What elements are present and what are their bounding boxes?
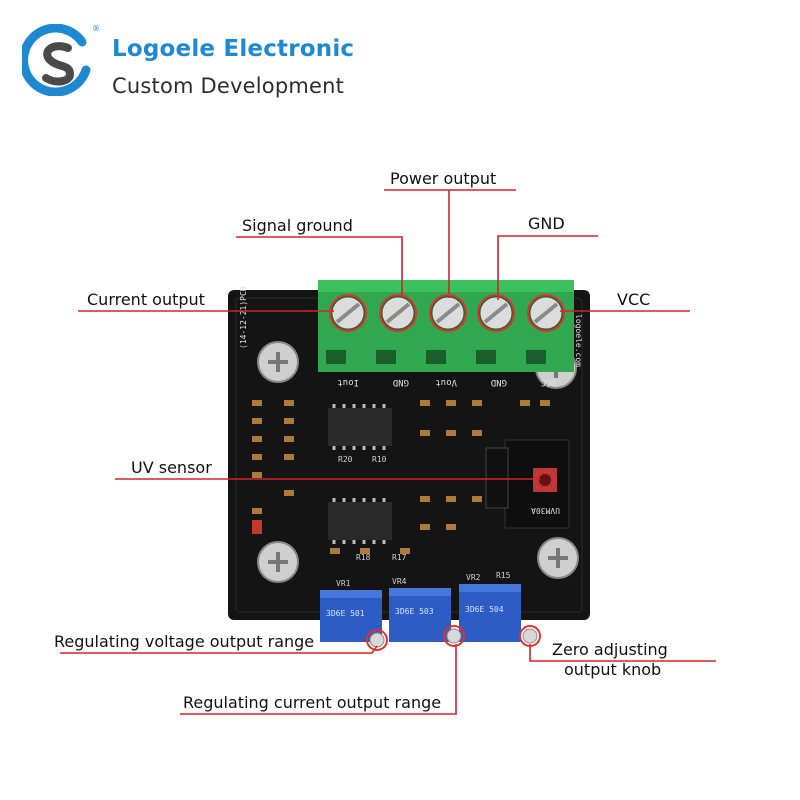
logo-icon [19, 23, 91, 97]
silk-label-iout: Iout [337, 377, 359, 387]
pot-vr4: 3D6E 503 VR4 [389, 577, 451, 642]
pot-code-1: 3D6E 501 [326, 609, 365, 618]
pot-vr2: 3D6E 504 VR2 [459, 573, 521, 642]
silk-label-vcc: VCC [541, 377, 557, 387]
silk-label-vout: Vout [435, 377, 457, 387]
label-vcc: VCC [617, 290, 651, 309]
mount-screw-bl [257, 541, 299, 583]
label-uv-sensor: UV sensor [131, 458, 212, 477]
pot-vr1: 3D6E 501 VR1 [320, 579, 382, 642]
silk-pcb-date: (14-12-21)PCB [239, 286, 248, 349]
leader-signal-ground [236, 236, 403, 298]
ic-chip-2 [328, 498, 392, 544]
label-regulating-voltage: Regulating voltage output range [54, 632, 315, 651]
brand-name: Logoele Electronic [112, 36, 355, 62]
pot-label-vr4: VR4 [392, 577, 407, 586]
silk-r10: R10 [372, 455, 387, 464]
brand-logo [19, 23, 94, 97]
silk-label-gnd-1: GND [393, 377, 409, 387]
leader-regulating-voltage [60, 645, 378, 654]
silk-r17: R17 [392, 553, 407, 562]
silk-r20: R20 [338, 455, 353, 464]
terminal-screw-2 [379, 294, 417, 332]
registered-mark: ® [92, 24, 100, 33]
silk-uvm30a: UVM30A [531, 506, 560, 515]
pot-label-vr2: VR2 [466, 573, 481, 582]
label-signal-ground: Signal ground [242, 216, 353, 235]
terminal-screw-1 [329, 294, 367, 332]
label-zero-adjusting-1: Zero adjusting [552, 640, 668, 659]
silk-label-gnd-2: GND [491, 377, 507, 387]
label-power-output: Power output [390, 169, 497, 188]
leader-zero-adjusting [529, 644, 716, 662]
terminal-block [318, 280, 574, 372]
leader-regulating-current [180, 644, 457, 715]
brand-tagline: Custom Development [112, 74, 345, 98]
label-current-output: Current output [87, 290, 205, 309]
mount-screw-br [537, 537, 579, 579]
callout-markers [329, 294, 565, 651]
silk-r18: R18 [356, 553, 371, 562]
mount-screw-tl [257, 341, 299, 383]
leader-gnd [497, 235, 598, 300]
pcb-board [228, 290, 590, 620]
terminal-screw-3 [429, 294, 467, 332]
label-regulating-current: Regulating current output range [183, 693, 442, 712]
pot-code-2: 3D6E 503 [395, 607, 434, 616]
pot-code-3: 3D6E 504 [465, 605, 504, 614]
label-zero-adjusting-2: output knob [564, 660, 662, 679]
label-gnd: GND [528, 214, 565, 233]
pot-label-vr1: VR1 [336, 579, 351, 588]
silk-site: logoele.com [574, 314, 583, 367]
silk-r15: R15 [496, 571, 511, 580]
uv-sensor-module: UVM30A [485, 439, 570, 529]
ic-chip-1 [328, 404, 392, 450]
terminal-screw-5 [527, 294, 565, 332]
terminal-screw-4 [477, 294, 515, 332]
